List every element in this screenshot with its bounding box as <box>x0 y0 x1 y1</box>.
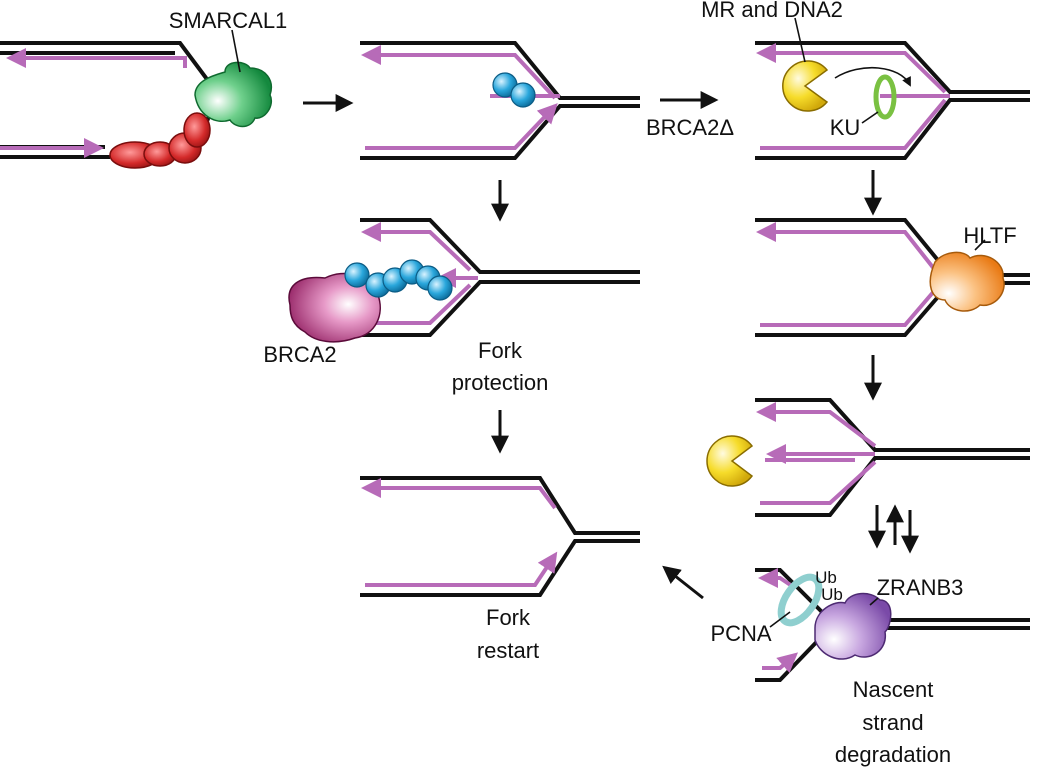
rad51-filament-2 <box>344 259 453 301</box>
panel-stalled-fork: SMARCAL1 <box>0 8 288 169</box>
label-brca2: BRCA2 <box>263 342 336 367</box>
nascent-strand-top <box>6 48 187 68</box>
arrow-to-restart <box>662 565 704 600</box>
label-ku: KU <box>830 115 861 140</box>
rad51-filament <box>492 72 536 108</box>
panel-degradation-start: MR and DNA2 KU <box>701 0 1030 160</box>
label-fork-protection-2: protection <box>452 370 549 395</box>
label-nascent-line-1: Nascent <box>853 677 934 702</box>
hltf-protein <box>929 251 1005 312</box>
label-fork-restart-2: restart <box>477 638 539 663</box>
label-hltf: HLTF <box>963 223 1016 248</box>
smarcal1-protein <box>194 61 272 128</box>
panel-hltf: HLTF <box>755 218 1030 337</box>
brca2-protein <box>288 272 381 343</box>
label-fork-restart-1: Fork <box>486 605 531 630</box>
pcna-ring <box>777 573 823 627</box>
rpa-protein <box>109 112 211 169</box>
equilibrium-arrows <box>868 504 919 554</box>
panel-reversed-mr <box>706 398 1030 517</box>
label-ub-2: Ub <box>821 585 843 604</box>
panel-reversed-fork <box>360 41 640 160</box>
mre11-dna2-pacman <box>782 60 829 112</box>
label-smarcal1: SMARCAL1 <box>169 8 288 33</box>
label-mr-dna2: MR and DNA2 <box>701 0 843 22</box>
label-pcna: PCNA <box>710 621 771 646</box>
zranb3-protein <box>814 592 892 660</box>
ku-ring <box>873 74 897 120</box>
label-ub-1: Ub <box>815 568 837 587</box>
panel-fork-restart: Fork restart <box>360 476 640 663</box>
label-nascent-line-2: strand <box>862 710 923 735</box>
panel-zranb3: Ub Ub ZRANB3 PCNA Nascent strand degrada… <box>710 568 1030 767</box>
label-zranb3: ZRANB3 <box>877 575 964 600</box>
label-brca2-delta: BRCA2Δ <box>646 115 734 140</box>
label-fork-protection-1: Fork <box>478 338 523 363</box>
label-nascent-line-3: degradation <box>835 742 951 767</box>
panel-fork-protection: BRCA2 Fork protection <box>263 218 640 395</box>
mre11-pacman-2 <box>706 435 754 487</box>
